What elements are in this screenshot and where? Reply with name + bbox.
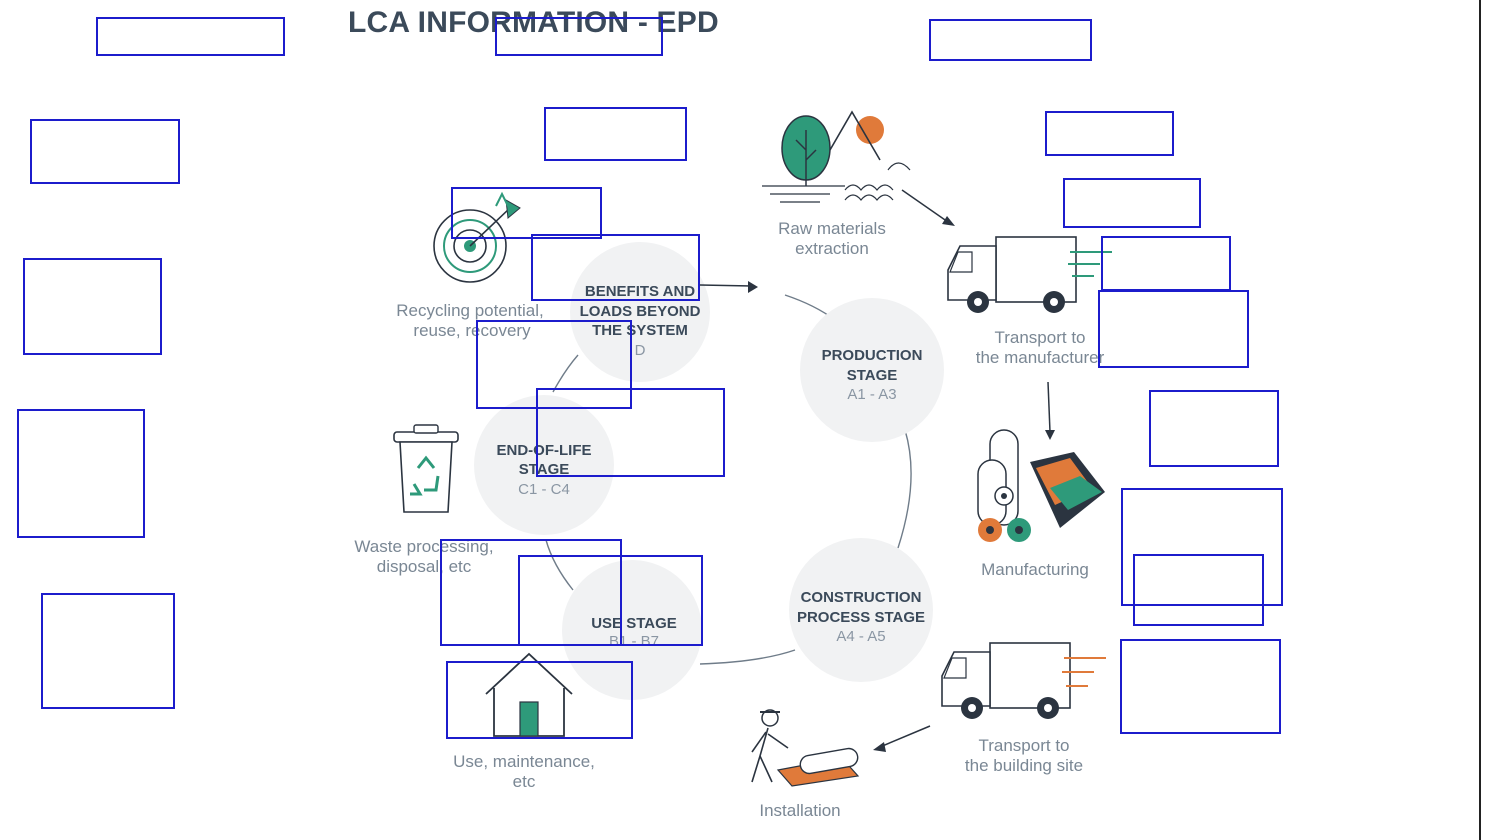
transport-manufacturer-caption-2: the manufacturer bbox=[976, 348, 1105, 367]
benefits-stage-circle bbox=[570, 242, 710, 382]
tree-mountain-icon bbox=[762, 110, 911, 203]
arrowhead-1 bbox=[942, 216, 955, 226]
annotation-box bbox=[1063, 178, 1201, 228]
benefits-label-2: LOADS BEYOND bbox=[580, 303, 701, 320]
construction-label-2: PROCESS STAGE bbox=[797, 609, 925, 626]
annotation-box bbox=[41, 593, 175, 709]
target-icon bbox=[433, 191, 521, 283]
use-maintenance-caption-2: etc bbox=[513, 772, 536, 791]
use-label: USE STAGE bbox=[591, 615, 677, 632]
construction-code: A4 - A5 bbox=[836, 628, 885, 645]
arrowhead-4 bbox=[748, 281, 758, 293]
truck-icon-site bbox=[941, 642, 1106, 719]
arrowhead-2 bbox=[1045, 430, 1055, 440]
truck-icon-manufacturer bbox=[947, 236, 1112, 313]
recycling-caption-1: Recycling potential, bbox=[396, 301, 543, 320]
raw-materials-caption-1: Raw materials bbox=[778, 219, 886, 238]
annotation-box bbox=[1098, 290, 1249, 368]
waste-caption-1: Waste processing, bbox=[354, 537, 493, 556]
arrow-transport-to-manufacturing bbox=[1047, 381, 1051, 433]
step-captions: Raw materials extraction Transport to th… bbox=[354, 219, 1104, 820]
production-label-2: STAGE bbox=[847, 367, 898, 384]
annotation-box bbox=[495, 17, 663, 56]
annotation-box bbox=[446, 661, 633, 739]
annotation-box bbox=[30, 119, 180, 184]
annotation-box bbox=[17, 409, 145, 538]
annotation-box bbox=[96, 17, 285, 56]
annotation-box bbox=[476, 320, 632, 409]
eol-code: C1 - C4 bbox=[518, 481, 570, 498]
production-label-1: PRODUCTION bbox=[822, 347, 923, 364]
benefits-label-3: THE SYSTEM bbox=[592, 322, 688, 339]
end-of-life-stage-circle bbox=[474, 395, 614, 535]
arrowhead-3 bbox=[873, 742, 886, 752]
annotation-box bbox=[1101, 236, 1231, 291]
arc-production-construction bbox=[897, 429, 912, 549]
house-icon bbox=[485, 652, 573, 737]
annotation-box bbox=[23, 258, 162, 355]
use-stage-circle bbox=[562, 560, 702, 700]
manufacturing-caption: Manufacturing bbox=[981, 560, 1089, 579]
step-arrows bbox=[699, 189, 1051, 748]
annotation-box bbox=[451, 187, 602, 239]
installation-caption: Installation bbox=[759, 801, 840, 820]
benefits-code: D bbox=[635, 342, 646, 359]
arc-use-eol bbox=[545, 539, 574, 591]
eol-label-2: STAGE bbox=[519, 461, 570, 478]
annotation-box bbox=[929, 19, 1092, 61]
annotation-box bbox=[1149, 390, 1279, 467]
arrow-transport-to-installation bbox=[879, 725, 931, 748]
recycling-caption-2: reuse, recovery bbox=[413, 321, 531, 340]
cycle-arcs bbox=[545, 294, 912, 665]
arrow-heads bbox=[748, 216, 1055, 752]
production-stage-circle bbox=[800, 298, 944, 442]
annotation-box bbox=[1121, 488, 1283, 606]
annotation-box bbox=[1045, 111, 1174, 156]
annotation-box bbox=[536, 388, 725, 477]
arrow-raw-to-transport bbox=[901, 189, 949, 223]
eol-label-1: END-OF-LIFE bbox=[497, 442, 592, 459]
benefits-label-1: BENEFITS AND bbox=[585, 283, 695, 300]
raw-materials-caption-2: extraction bbox=[795, 239, 869, 258]
page-title: LCA INFORMATION - EPD bbox=[348, 6, 719, 39]
recycle-bin-icon bbox=[393, 424, 459, 513]
annotation-box bbox=[518, 555, 703, 646]
construction-label-1: CONSTRUCTION bbox=[801, 589, 922, 606]
stage-labels: PRODUCTION STAGE A1 - A3 CONSTRUCTION PR… bbox=[497, 283, 926, 650]
rolls-icon bbox=[977, 429, 1105, 542]
annotation-box bbox=[1133, 554, 1264, 626]
stage-circles bbox=[474, 242, 944, 700]
use-maintenance-caption-1: Use, maintenance, bbox=[453, 752, 595, 771]
transport-manufacturer-caption-1: Transport to bbox=[994, 328, 1085, 347]
annotation-box bbox=[531, 234, 700, 301]
transport-site-caption-1: Transport to bbox=[978, 736, 1069, 755]
annotation-box bbox=[544, 107, 687, 161]
arc-construction-use bbox=[699, 649, 796, 665]
transport-site-caption-2: the building site bbox=[965, 756, 1083, 775]
arrow-benefits-to-raw bbox=[699, 284, 753, 287]
annotation-box bbox=[1120, 639, 1281, 734]
production-code: A1 - A3 bbox=[847, 386, 896, 403]
construction-stage-circle bbox=[789, 538, 933, 682]
right-border bbox=[1479, 0, 1481, 840]
worker-icon bbox=[751, 709, 860, 787]
waste-caption-2: disposal, etc bbox=[377, 557, 472, 576]
